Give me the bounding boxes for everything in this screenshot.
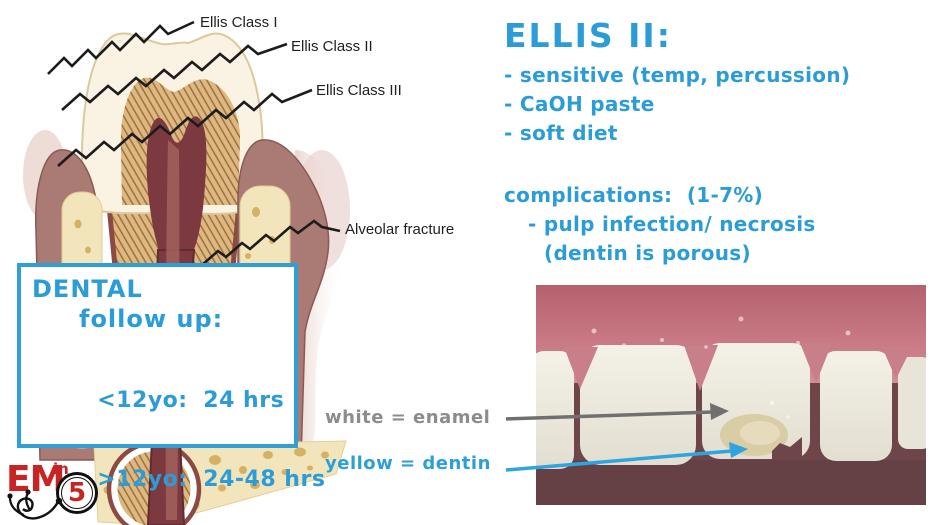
fracture-lines [47, 20, 341, 266]
age-label: <12yo: [97, 388, 188, 413]
follow-up-subtitle: follow up: [79, 305, 224, 333]
follow-up-title: DENTAL [32, 275, 143, 303]
logo-circle: 5 [56, 472, 98, 514]
note-bullet: - sensitive (temp, percussion) [504, 63, 851, 87]
em-in-5-logo: EM in 5 [4, 459, 114, 525]
label-ellis-class3: Ellis Class III [316, 82, 402, 99]
logo-in-text: in [53, 460, 69, 478]
note-bullet: - soft diet [504, 121, 618, 145]
gum-papillae [564, 343, 912, 391]
ellis2-notes: ELLIS II: - sensitive (temp, percussion)… [504, 16, 929, 268]
stethoscope-icon [7, 489, 63, 520]
follow-up-row: <12yo: 24 hrs [32, 363, 294, 438]
label-ellis-class1: Ellis Class I [200, 14, 278, 31]
complication-item: - pulp infection/ necrosis [528, 212, 816, 236]
label-alveolar-fracture: Alveolar fracture [345, 221, 455, 238]
teeth [536, 343, 926, 469]
age-label: >12yo: [97, 467, 188, 492]
ellis2-tooth-photo [536, 285, 926, 505]
dental-follow-up-box: DENTAL follow up: <12yo: 24 hrs >12yo: 24-… [17, 263, 325, 492]
fracture-line-class2 [61, 42, 288, 111]
complication-item: (dentin is porous) [544, 241, 751, 265]
fracture-line-class1 [47, 20, 195, 75]
fracture-notch [772, 437, 802, 459]
gum-highlights [591, 316, 851, 419]
time-value: 24-48 hrs [203, 467, 326, 492]
logo-em-text: EM [6, 459, 65, 500]
follow-up-row: >12yo: 24-48 hrs [32, 442, 325, 517]
logo-five-text: 5 [67, 478, 87, 508]
fracture-line-class3 [57, 88, 313, 167]
fracture-line-alveolar [201, 219, 341, 266]
time-value: 24 hrs [203, 388, 285, 413]
label-ellis-class2: Ellis Class II [291, 38, 373, 55]
complications-heading: complications: (1-7%) [504, 183, 764, 207]
label-white-enamel: white = enamel [325, 407, 491, 428]
label-yellow-dentin: yellow = dentin [325, 453, 491, 474]
notes-heading: ELLIS II: [504, 16, 672, 55]
note-bullet: - CaOH paste [504, 92, 655, 116]
